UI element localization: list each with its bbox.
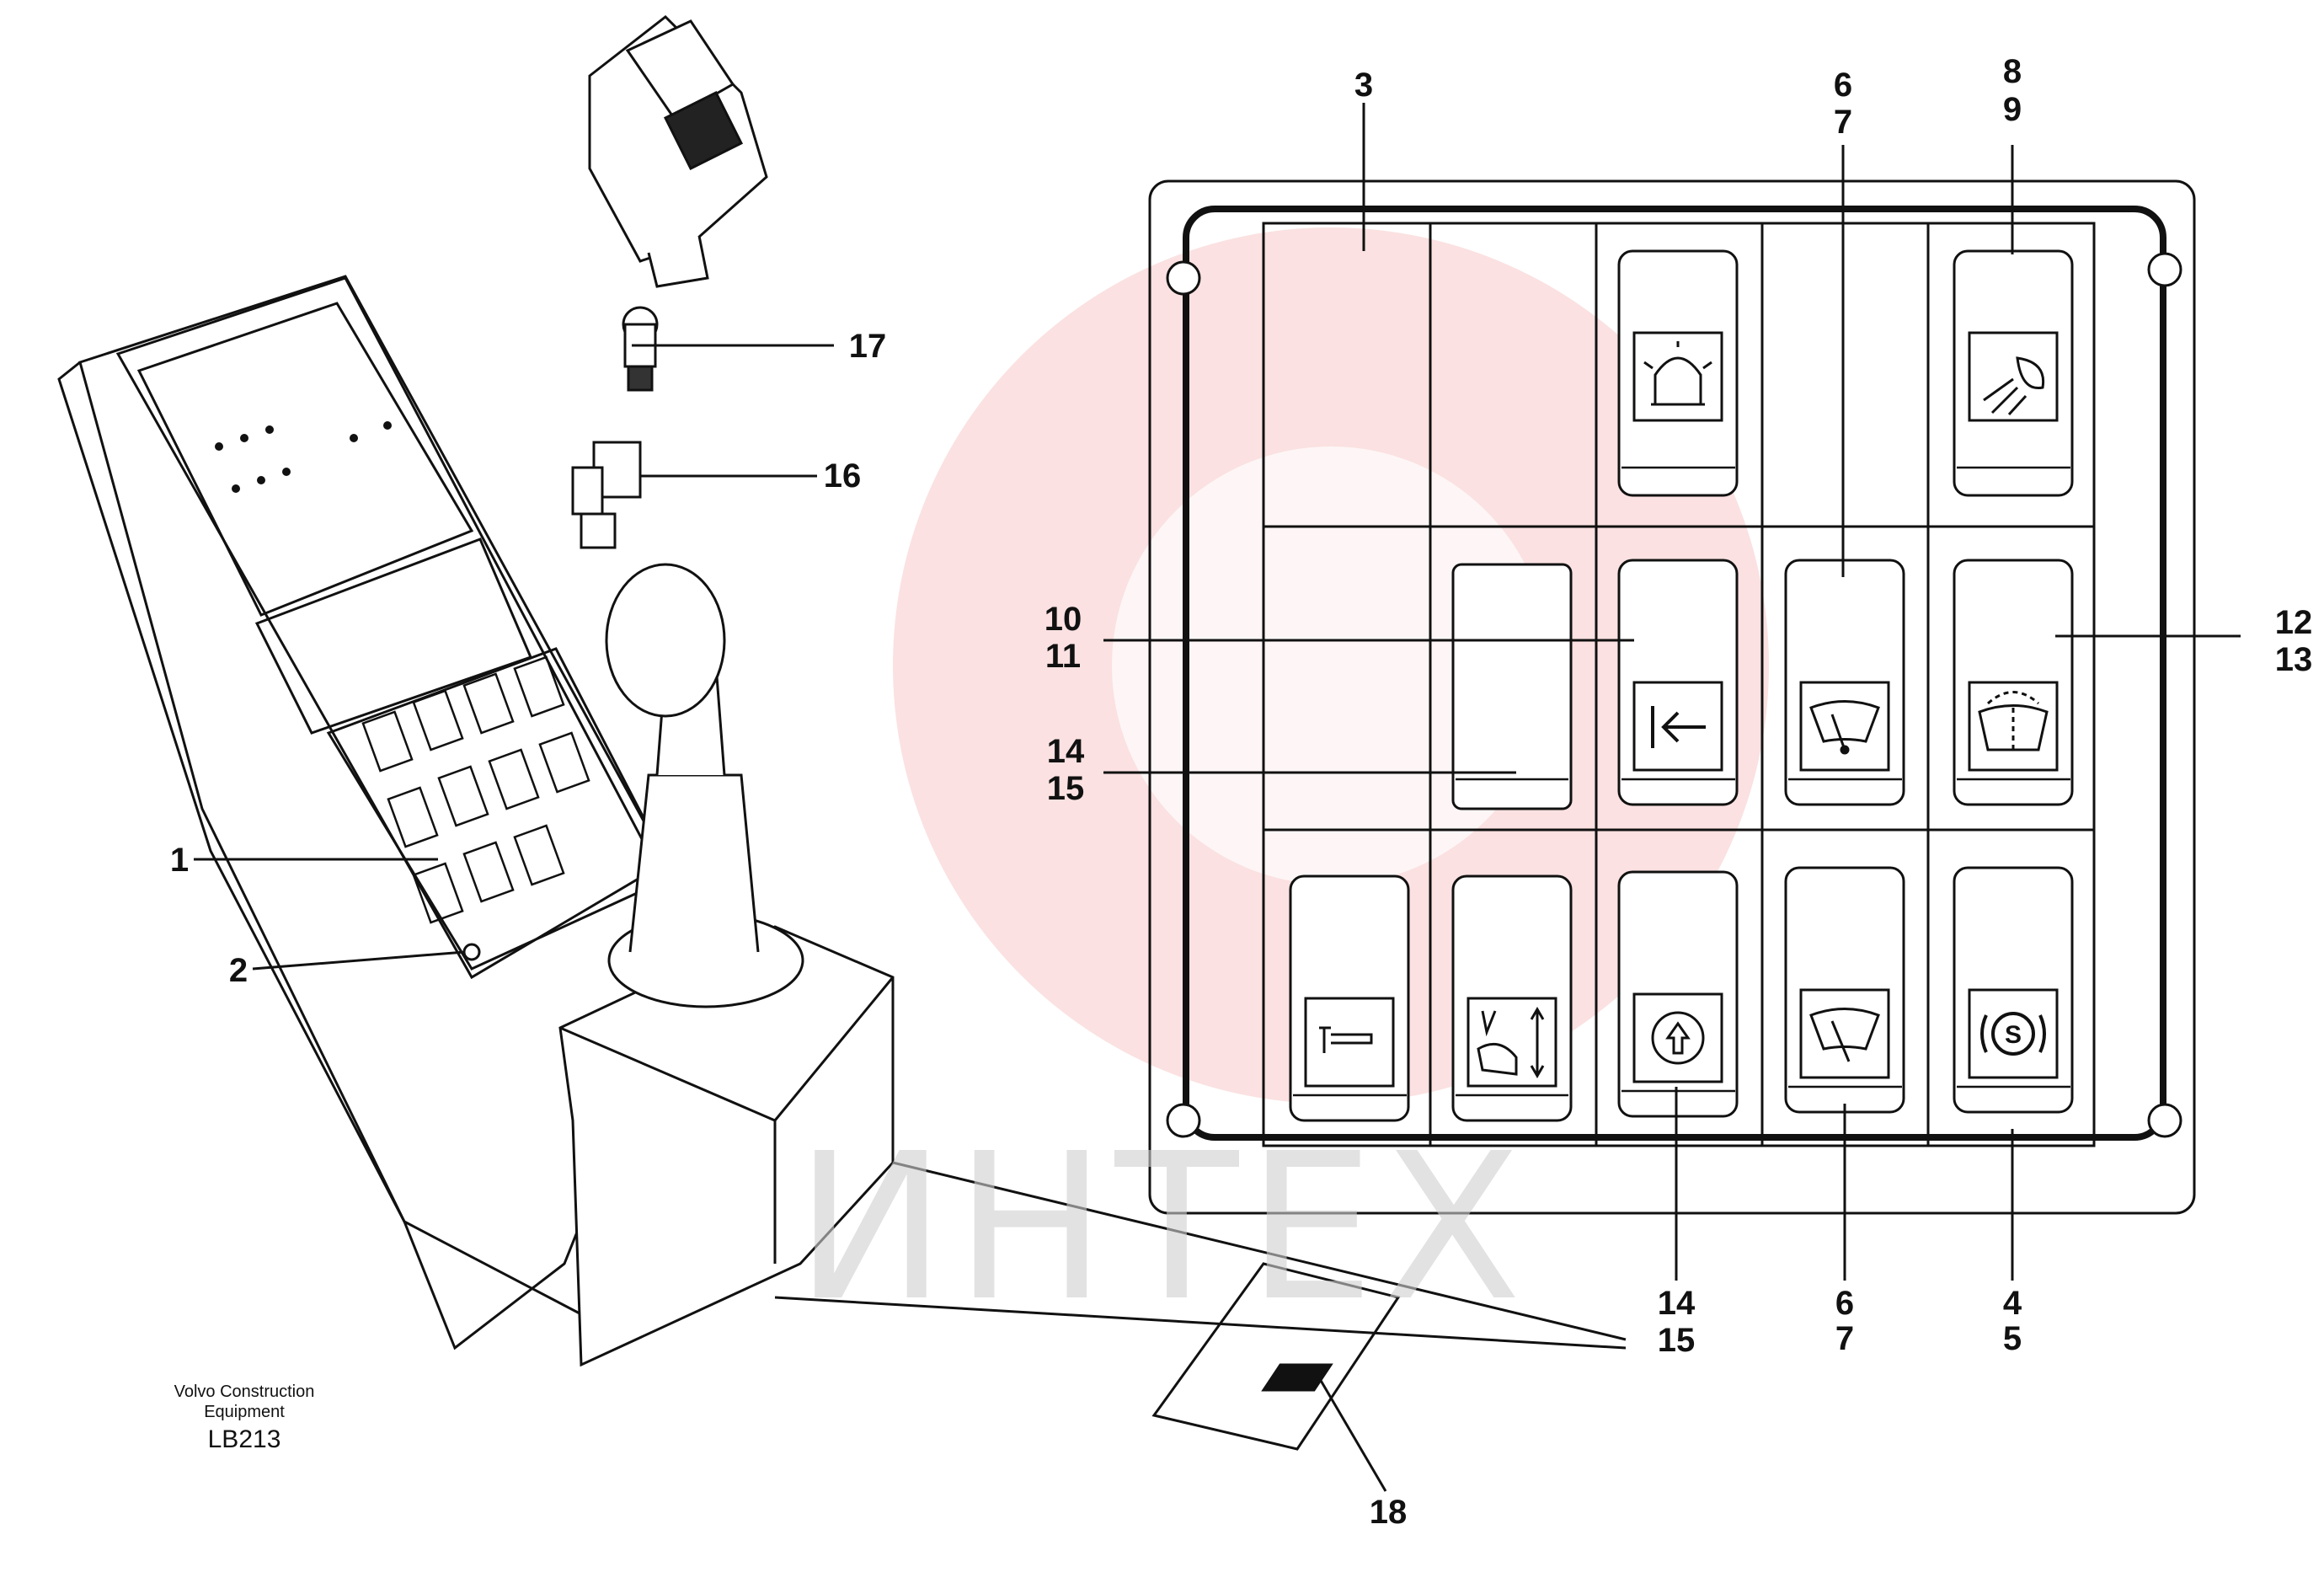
caption-code: LB213 [208,1425,281,1453]
watermark-text: ИНТЕХ [795,1110,1531,1345]
caption-line-2: Equipment [204,1403,285,1421]
bulb-holder [571,441,642,549]
callout-7-bottom: 7 [1835,1320,1854,1357]
caption-line-1: Volvo Construction [174,1382,315,1401]
callout-5: 5 [2003,1320,2022,1357]
callout-14-bottom: 14 [1658,1285,1696,1322]
callout-15-middle: 15 [1047,770,1085,807]
beacon-icon [1632,331,1723,422]
bucket-up-down-icon [1467,997,1557,1088]
rocker-switch [588,15,768,288]
leader-lines [194,103,2241,1492]
console-gauges [215,421,392,493]
callout-2: 2 [229,952,248,989]
callout-11: 11 [1045,638,1081,675]
callout-8: 8 [2003,53,2022,90]
callout-14-middle: 14 [1047,733,1085,770]
callout-6-top: 6 [1834,67,1852,104]
callout-18: 18 [1370,1494,1408,1531]
switch-grid [1262,222,2096,1147]
callout-12: 12 [2275,604,2313,641]
callout-3: 3 [1354,67,1373,104]
arrow-up-circle-icon [1632,992,1723,1083]
callout-13: 13 [2275,641,2313,678]
callout-1: 1 [170,842,189,879]
svg-text:S: S [2005,1021,2022,1049]
callout-17: 17 [849,328,887,365]
callout-6-bottom: 6 [1835,1285,1854,1322]
watermark-gear-hole [1112,447,1550,885]
callout-10: 10 [1044,601,1082,638]
bulb [622,306,659,392]
arrow-left-stop-icon [1632,681,1723,772]
callout-7-top: 7 [1834,104,1852,141]
console-keypad [361,655,590,924]
parking-brake-s-icon: S [1968,988,2059,1079]
control-console [57,275,1627,1451]
screw [462,943,481,961]
callout-16: 16 [824,457,862,495]
callout-4: 4 [2003,1285,2022,1322]
panel-rocker-ledges [1293,466,2070,1097]
rear-wiper-icon [1968,681,2059,772]
hammer-icon [1304,997,1395,1088]
front-wiper-icon [1799,681,1890,772]
callout-15-bottom: 15 [1658,1322,1696,1359]
callout-9: 9 [2003,91,2022,128]
windscreen-wiper-icon [1799,988,1890,1079]
work-light-icon [1968,331,2059,422]
switch-panel [1148,179,2196,1215]
